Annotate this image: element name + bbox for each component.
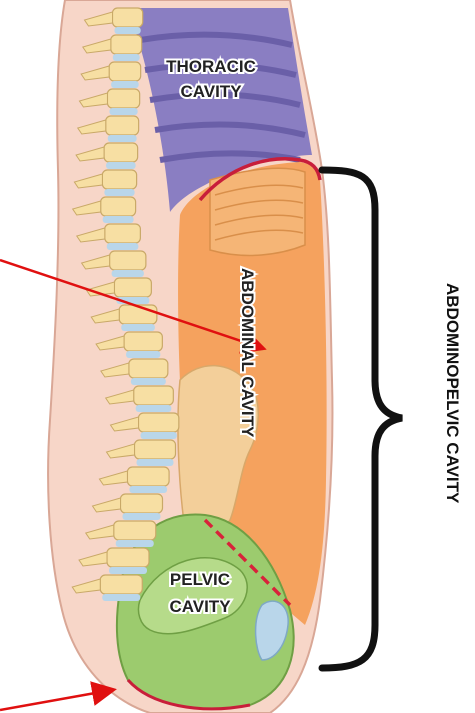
intervertebral-disc (108, 135, 137, 142)
vertebra (114, 278, 151, 297)
thoracic-label-line2-text: CAVITY (180, 82, 242, 101)
pelvic-label-line2-text: CAVITY (169, 597, 231, 616)
thoracic-label-line1-text: THORACIC (166, 57, 256, 76)
intervertebral-disc (129, 486, 167, 493)
vertebra (106, 116, 139, 135)
intervertebral-disc (113, 54, 140, 61)
intervertebral-disc (131, 378, 166, 385)
intervertebral-disc (106, 162, 136, 169)
vertebra (119, 305, 157, 324)
vertebra (107, 89, 139, 108)
vertebra (110, 251, 146, 270)
vertebra (109, 62, 141, 81)
intervertebral-disc (137, 459, 174, 466)
intervertebral-disc (126, 351, 160, 358)
abdominopelvic-cavity-label: ABDOMINOPELVIC CAVITY (443, 283, 462, 504)
vertebra (129, 359, 168, 378)
intervertebral-disc (121, 324, 155, 331)
intervertebral-disc (136, 405, 172, 412)
intervertebral-disc (107, 243, 139, 250)
abdominopelvic-brace (322, 170, 402, 668)
vertebra (124, 332, 162, 351)
vertebra (101, 197, 136, 216)
vertebra (114, 521, 156, 540)
vertebra (100, 575, 142, 594)
intervertebral-disc (109, 108, 137, 115)
vertebra (107, 548, 149, 567)
intervertebral-disc (112, 270, 144, 277)
abdominopelvic-label-text: ABDOMINOPELVIC CAVITY (443, 283, 462, 504)
intervertebral-disc (141, 432, 177, 439)
intervertebral-disc (116, 540, 154, 547)
abdominal-cavity-label: ABDOMINAL CAVITY ABDOMINAL CAVITY (238, 268, 257, 438)
vertebra (139, 413, 179, 432)
intervertebral-disc (103, 216, 134, 223)
vertebra (104, 143, 138, 162)
intervertebral-disc (115, 27, 141, 34)
intervertebral-disc (104, 189, 134, 196)
intervertebral-disc (123, 513, 161, 520)
vertebra (121, 494, 163, 513)
intervertebral-disc (111, 81, 139, 88)
pelvic-pointer-arrow (0, 690, 112, 710)
vertebra (105, 224, 141, 243)
abdominal-label-text: ABDOMINAL CAVITY (238, 268, 257, 438)
vertebra (102, 170, 136, 189)
vertebra (127, 467, 169, 486)
pelvic-label-line1-text: PELVIC (170, 570, 230, 589)
vertebra (111, 35, 142, 54)
vertebra (134, 386, 174, 405)
intervertebral-disc (109, 567, 147, 574)
vertebra (113, 8, 143, 27)
intervertebral-disc (102, 594, 140, 601)
vertebra (135, 440, 176, 459)
lower-rib-cage (210, 168, 305, 255)
